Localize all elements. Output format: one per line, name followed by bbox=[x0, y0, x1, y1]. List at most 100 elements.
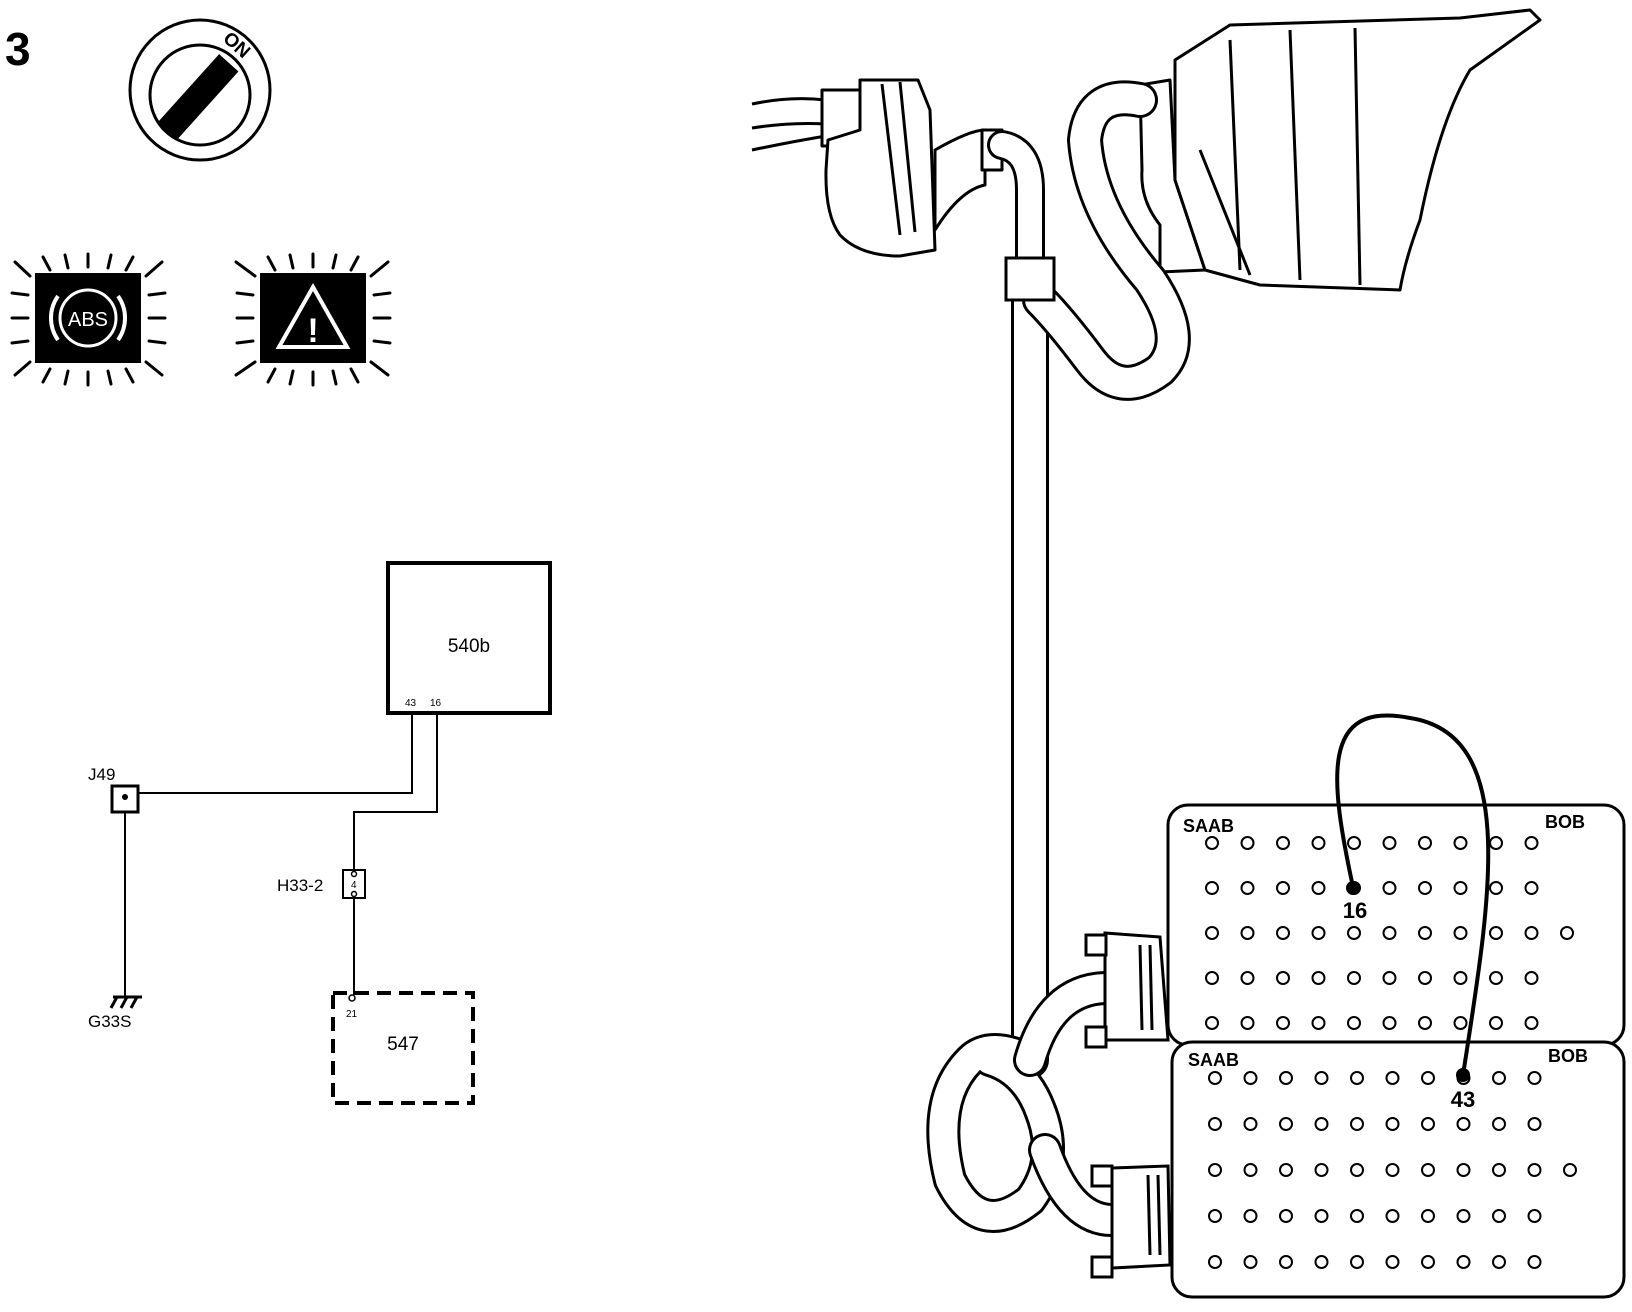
pin-hole bbox=[1524, 1016, 1539, 1030]
pin-hole bbox=[1492, 1071, 1506, 1085]
pin-hole bbox=[1492, 1209, 1506, 1223]
pin-hole bbox=[1314, 1117, 1329, 1131]
junction-label: J49 bbox=[88, 765, 115, 784]
lower-pin-label: 43 bbox=[1451, 1087, 1475, 1112]
pin-hole bbox=[1314, 1255, 1329, 1269]
pin-hole bbox=[1240, 971, 1255, 985]
wiring-schematic: 540b 43 16 J49 4 H33-2 G33S 21 bbox=[88, 561, 552, 1105]
pin-hole bbox=[1208, 1209, 1222, 1223]
pin-hole bbox=[1243, 1071, 1258, 1085]
pin-hole bbox=[1208, 1163, 1222, 1177]
ecu-harness-connectors bbox=[751, 8, 1542, 292]
pin-hole bbox=[1347, 1016, 1361, 1030]
pin-hole bbox=[1311, 971, 1326, 985]
connector-h33-2 bbox=[342, 869, 366, 899]
pin-hole bbox=[1279, 1163, 1293, 1177]
connector-label: H33-2 bbox=[277, 876, 323, 895]
breakout-box-lower: SAAB BOB 43 bbox=[1170, 1040, 1626, 1299]
pin-hole bbox=[1240, 881, 1255, 895]
pin-hole bbox=[1453, 836, 1468, 850]
pin-hole bbox=[1208, 1255, 1222, 1269]
pin-hole bbox=[1563, 1163, 1577, 1177]
pin-hole bbox=[1276, 971, 1290, 985]
pin-hole bbox=[1489, 971, 1503, 985]
pin-hole bbox=[1276, 1016, 1290, 1030]
pin-hole bbox=[1453, 1016, 1468, 1030]
pin-hole bbox=[1208, 1117, 1222, 1131]
pin-43-jack bbox=[1456, 1068, 1470, 1082]
pin-hole bbox=[1385, 1255, 1400, 1269]
ecu-pin-16: 16 bbox=[430, 698, 442, 709]
pin-hole bbox=[1347, 971, 1361, 985]
connector-pin: 4 bbox=[351, 880, 357, 891]
lower-brand: SAAB bbox=[1188, 1050, 1239, 1070]
pin-hole bbox=[1418, 836, 1432, 850]
ignition-switch-icon: ON bbox=[128, 18, 272, 162]
pin-hole bbox=[1382, 881, 1397, 895]
ecu-label: 540b bbox=[448, 636, 490, 657]
pin-hole bbox=[1524, 836, 1539, 850]
pin-hole bbox=[1527, 1071, 1542, 1085]
pin-hole bbox=[1205, 926, 1219, 940]
pin-hole bbox=[1279, 1071, 1293, 1085]
pin-hole bbox=[1276, 881, 1290, 895]
module-547-box bbox=[331, 991, 475, 1105]
cable-clamp bbox=[1004, 256, 1056, 302]
pin-hole bbox=[1205, 881, 1219, 895]
upper-brand: SAAB bbox=[1183, 816, 1234, 836]
pin-hole bbox=[1205, 836, 1219, 850]
pin-hole bbox=[1240, 926, 1255, 940]
pin-hole bbox=[1489, 881, 1503, 895]
pin-hole bbox=[1276, 836, 1290, 850]
pin-hole bbox=[1311, 836, 1326, 850]
ecu-540b-box bbox=[386, 561, 552, 715]
pin-hole bbox=[1421, 1209, 1435, 1223]
pin-hole bbox=[1385, 1071, 1400, 1085]
pin-hole bbox=[1240, 1016, 1255, 1030]
pin-hole bbox=[1243, 1209, 1258, 1223]
pin-hole bbox=[1456, 1255, 1471, 1269]
pin-hole bbox=[1418, 971, 1432, 985]
pin-16-jack bbox=[1346, 881, 1360, 895]
pin-hole bbox=[1421, 1255, 1435, 1269]
pin-hole bbox=[1489, 926, 1503, 940]
pin-hole bbox=[1311, 881, 1326, 895]
pin-hole bbox=[1311, 1016, 1326, 1030]
pin-hole bbox=[1276, 926, 1290, 940]
pin-hole bbox=[1279, 1117, 1293, 1131]
pin-hole bbox=[1385, 1163, 1400, 1177]
pin-hole bbox=[1350, 1071, 1364, 1085]
pin-hole bbox=[1418, 881, 1432, 895]
warning-symbol: ! bbox=[307, 312, 318, 350]
step-number: 3 bbox=[5, 23, 31, 75]
pin-hole bbox=[1524, 881, 1539, 895]
pin-hole bbox=[1205, 1016, 1219, 1030]
upper-pin-label: 16 bbox=[1343, 898, 1367, 923]
pin-hole bbox=[1560, 926, 1574, 940]
module-pin: 21 bbox=[346, 1009, 358, 1020]
lower-model: BOB bbox=[1548, 1046, 1588, 1066]
pin-hole bbox=[1385, 1117, 1400, 1131]
pin-hole bbox=[1243, 1163, 1258, 1177]
pin-hole bbox=[1243, 1255, 1258, 1269]
pin-hole bbox=[1350, 1117, 1364, 1131]
abs-lamp-label: ABS bbox=[68, 309, 108, 331]
abs-warning-lamp-icon: ABS bbox=[10, 252, 167, 387]
pin-hole bbox=[1527, 1209, 1542, 1223]
pin-hole bbox=[1492, 1117, 1506, 1131]
pin-hole bbox=[1492, 1255, 1506, 1269]
pin-hole bbox=[1421, 1071, 1435, 1085]
breakout-box-upper: SAAB BOB 16 bbox=[1166, 803, 1626, 1047]
pin-hole bbox=[1240, 836, 1255, 850]
pin-hole bbox=[1311, 926, 1326, 940]
ground-label: G33S bbox=[88, 1012, 131, 1031]
upper-model: BOB bbox=[1545, 812, 1585, 832]
pin-hole bbox=[1243, 1117, 1258, 1131]
pin-hole bbox=[1524, 926, 1539, 940]
test-cable bbox=[926, 80, 1191, 1237]
pin-hole bbox=[1279, 1255, 1293, 1269]
pin-hole bbox=[1524, 971, 1539, 985]
pin-hole bbox=[1382, 926, 1397, 940]
pin-hole bbox=[1382, 971, 1397, 985]
pin-hole bbox=[1314, 1163, 1329, 1177]
